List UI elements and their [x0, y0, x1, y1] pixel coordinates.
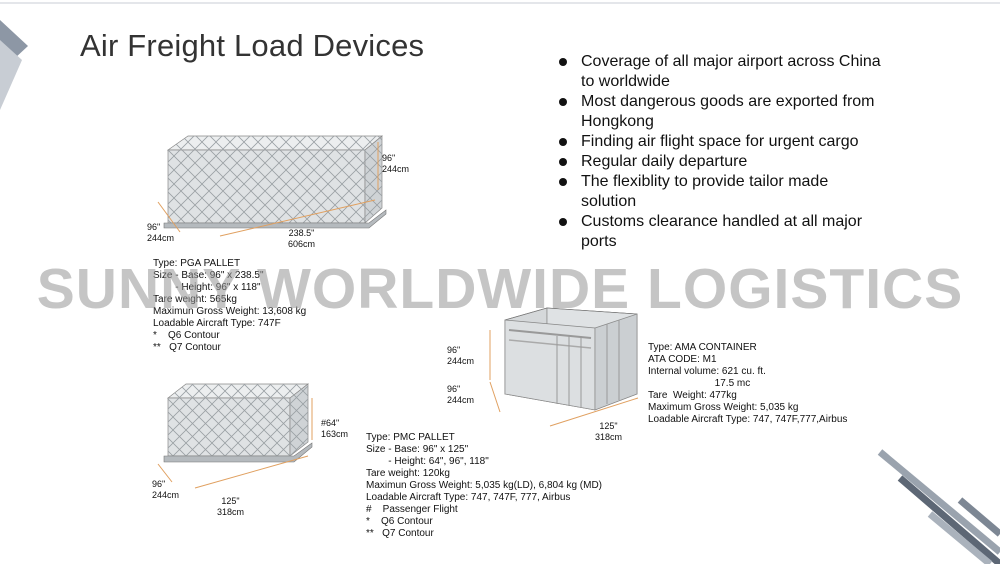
pga-length-label: 238.5"606cm — [288, 228, 316, 249]
ama-height-label: 96"244cm — [447, 345, 475, 366]
ama-width-label: 96"244cm — [447, 384, 475, 405]
pmc-width-label: 96"244cm — [152, 479, 180, 500]
list-item: Coverage of all major airport across Chi… — [556, 52, 886, 92]
corner-triangle-light — [0, 40, 22, 110]
pga-height-label: 96"244cm — [382, 153, 410, 174]
pga-width-label: 96"244cm — [147, 222, 175, 243]
feature-list: Coverage of all major airport across Chi… — [556, 52, 886, 252]
page-title: Air Freight Load Devices — [80, 28, 425, 63]
pmc-pallet-illustration — [163, 383, 313, 463]
list-item: Finding air flight space for urgent carg… — [556, 132, 886, 152]
ama-dimension-arrows — [489, 330, 639, 427]
pmc-height-label: #64"163cm — [321, 418, 349, 439]
company-watermark: SUNNY WORLDWIDE LOGISTICS — [36, 257, 964, 321]
ama-container-illustration — [504, 307, 638, 411]
ama-length-label: 125"318cm — [595, 421, 623, 442]
list-item: Most dangerous goods are exported from H… — [556, 92, 886, 132]
pga-dimension-arrows — [157, 142, 379, 237]
corner-stripes — [877, 449, 1000, 564]
list-item: Regular daily departure — [556, 152, 886, 172]
list-item: Customs clearance handled at all major p… — [556, 212, 886, 252]
list-item: The flexiblity to provide tailor made so… — [556, 172, 886, 212]
pmc-length-label: 125"318cm — [217, 496, 245, 517]
pmc-dimension-arrows — [157, 398, 313, 489]
